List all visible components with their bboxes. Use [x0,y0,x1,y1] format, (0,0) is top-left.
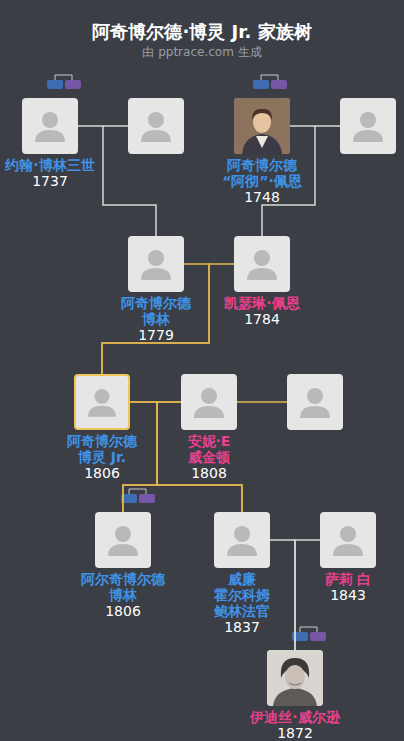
flag-link [300,627,317,632]
portrait-box [267,650,323,706]
flag-purple [65,80,81,89]
unknown-person-box [340,98,396,154]
person-name: 阿奇博尔德 博灵 Jr. [62,433,142,465]
flag-link [55,75,72,80]
person-icon [287,374,343,430]
person-node: 阿尔奇博尔德 博林1806 [73,512,173,620]
birth-year: 1843 [308,587,388,604]
person-node: 约翰·博林三世1737 [0,98,105,190]
portrait-box [234,98,290,154]
person-box [128,236,184,292]
person-node: 伊迪丝·威尔逊1872 [240,650,350,741]
person-node: 萨莉 白1843 [308,512,388,604]
person-name: 威廉 霍尔科姆 鲍林法官 [207,571,277,619]
birth-year: 1779 [116,327,196,344]
unknown-person-box [128,98,184,154]
person-node: 威廉 霍尔科姆 鲍林法官1837 [207,512,277,636]
person-node: 阿奇博尔德 博林1779 [116,236,196,344]
spouse-line [315,125,340,127]
person-name: 凯瑟琳·佩恩 [207,295,317,311]
person-box [234,236,290,292]
person-box [320,512,376,568]
person-node: 阿奇博尔德 博灵 Jr.1806 [62,374,142,482]
spouse-line [237,401,287,403]
person-box [181,374,237,430]
person-name: 伊迪丝·威尔逊 [240,709,350,725]
person-icon [128,98,184,154]
birth-year: 1837 [207,619,277,636]
birth-year: 1806 [62,465,142,482]
person-name: 约翰·博林三世 [0,157,105,173]
person-name: 萨莉 白 [308,571,388,587]
person-box [95,512,151,568]
birth-year: 1784 [207,311,317,328]
lineage-connector [270,540,295,650]
lineage-connector [295,540,320,650]
subtitle-label: 由 pptrace.com 生成 [0,44,404,61]
flag-link [129,489,146,494]
person-node: 安妮·E 威金顿1808 [169,374,249,482]
birth-year: 1737 [0,173,105,190]
person-icon [340,98,396,154]
person-box [74,374,130,430]
person-name: 阿奇博尔德 “阿彻”·佩恩 [212,157,312,189]
flag-purple [310,632,326,641]
flag-blue [253,80,269,89]
spouse-line [103,125,128,127]
diagram-title: 阿奇博尔德·博灵 Jr. 家族树 [0,20,404,44]
unknown-person-box [287,374,343,430]
birth-year: 1808 [169,465,249,482]
birth-year: 1806 [73,603,173,620]
person-name: 阿奇博尔德 博林 [116,295,196,327]
flag-purple [139,494,155,503]
flag-purple [271,80,287,89]
person-name: 阿尔奇博尔德 博林 [73,571,173,603]
person-name: 安妮·E 威金顿 [169,433,249,465]
flag-link [261,75,278,80]
person-box [22,98,78,154]
birth-year: 1872 [240,725,350,741]
birth-year: 1748 [212,189,312,206]
person-node: 阿奇博尔德 “阿彻”·佩恩1748 [212,98,312,206]
flag-blue [47,80,63,89]
lineage-connector [123,402,181,512]
person-node: 凯瑟琳·佩恩1784 [207,236,317,328]
person-box [214,512,270,568]
